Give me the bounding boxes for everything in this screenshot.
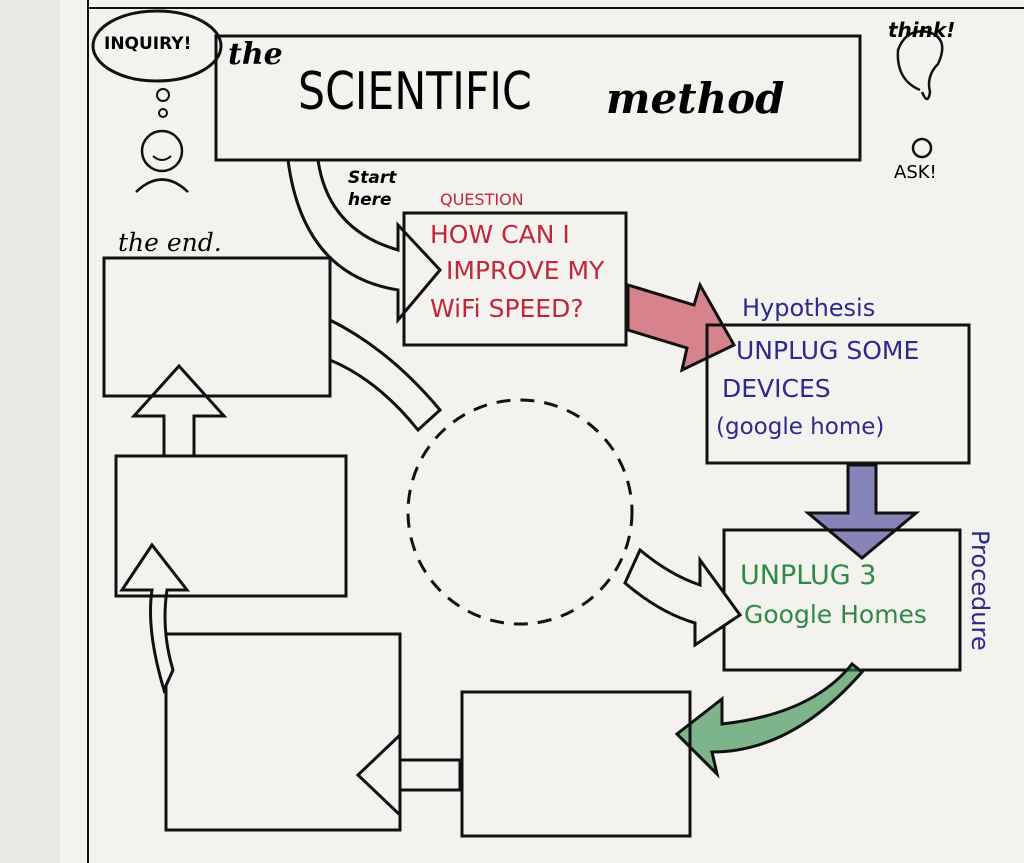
ask-label: ASK! bbox=[894, 162, 937, 183]
circle-to-procedure-arrow bbox=[623, 547, 743, 648]
hypothesis-to-procedure-arrow bbox=[803, 463, 921, 560]
hypothesis-line2: DEVICES bbox=[722, 374, 831, 403]
research-circle bbox=[406, 398, 634, 626]
end-box bbox=[102, 256, 332, 398]
procedure-line2: Google Homes bbox=[744, 600, 927, 629]
inquiry-bubble bbox=[91, 9, 223, 83]
procedure-line1: UNPLUG 3 bbox=[740, 560, 877, 591]
end-connector bbox=[328, 317, 443, 433]
start-label-line1: Start bbox=[348, 168, 397, 188]
hypothesis-line1: UNPLUG SOME bbox=[736, 336, 920, 365]
conclusion-to-end-arrow bbox=[130, 363, 228, 458]
question-mark-icon bbox=[896, 30, 944, 101]
results-to-analysis-arrow bbox=[355, 731, 462, 819]
thought-dot bbox=[156, 88, 170, 102]
person-head-icon bbox=[140, 129, 184, 173]
question-line2: IMPROVE MY bbox=[446, 256, 605, 285]
start-label-line2: here bbox=[348, 190, 392, 210]
start-arrow bbox=[286, 158, 443, 325]
hypothesis-line3: (google home) bbox=[716, 414, 885, 440]
conclusion-box bbox=[114, 454, 348, 598]
question-line1: HOW CAN I bbox=[430, 220, 570, 249]
title-box bbox=[214, 34, 862, 162]
results-box bbox=[460, 690, 692, 838]
analysis-box bbox=[164, 632, 402, 832]
procedure-label: Procedure bbox=[966, 530, 994, 651]
question-dot-icon bbox=[911, 137, 933, 159]
worksheet-paper bbox=[60, 0, 1024, 863]
question-line3: WiFi SPEED? bbox=[430, 294, 584, 323]
title-prefix: the bbox=[228, 37, 283, 72]
think-label: think! bbox=[888, 18, 956, 42]
smile-icon bbox=[152, 155, 172, 161]
person-body-icon bbox=[135, 178, 189, 193]
hypothesis-label: Hypothesis bbox=[742, 294, 876, 322]
title-suffix: method bbox=[606, 74, 785, 123]
question-box bbox=[402, 211, 628, 347]
procedure-to-results-arrow bbox=[674, 661, 865, 779]
end-label: the end. bbox=[118, 228, 222, 257]
analysis-to-conclusion-arrow bbox=[119, 542, 191, 695]
title-main: SCIENTIFIC bbox=[298, 62, 532, 122]
question-label: QUESTION bbox=[440, 190, 524, 209]
inquiry-badge: INQUIRY! bbox=[104, 34, 192, 54]
hypothesis-box bbox=[705, 323, 971, 465]
thought-dot bbox=[158, 108, 168, 118]
question-to-hypothesis-arrow bbox=[626, 281, 737, 373]
